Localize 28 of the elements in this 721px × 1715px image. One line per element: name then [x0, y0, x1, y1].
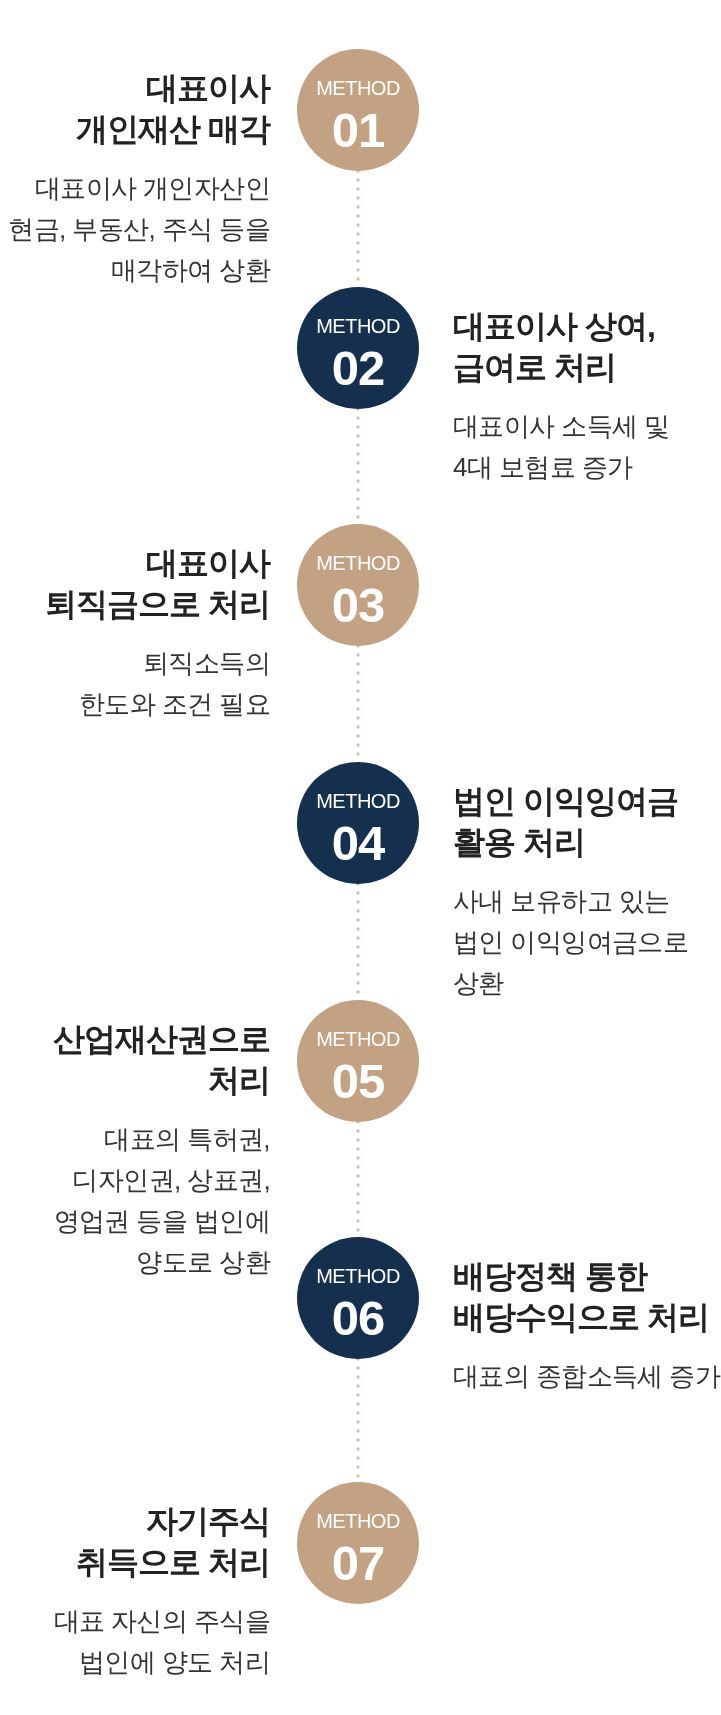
- method-number: 01: [331, 105, 385, 155]
- method-number: 02: [331, 343, 385, 393]
- method-number: 05: [331, 1056, 385, 1106]
- method-number: 04: [331, 818, 385, 868]
- step-title: 법인 이익잉여금 활용 처리: [453, 783, 678, 860]
- method-label: METHOD: [316, 553, 400, 573]
- step-title: 대표이사 퇴직금으로 처리: [45, 545, 270, 622]
- step-description: 대표이사 개인자산인 현금, 부동산, 주식 등을 매각하여 상환: [8, 173, 270, 285]
- method-label: METHOD: [316, 316, 400, 336]
- method-number: 07: [331, 1538, 385, 1588]
- step-description: 대표의 종합소득세 증가: [453, 1361, 721, 1391]
- step-title: 자기주식 취득으로 처리: [76, 1503, 270, 1580]
- method-label: METHOD: [316, 1511, 400, 1531]
- method-label: METHOD: [316, 1266, 400, 1286]
- step-title: 대표이사 상여, 급여로 처리: [453, 308, 655, 385]
- step-description: 대표 자신의 주식을 법인에 양도 처리: [53, 1606, 270, 1677]
- step-description: 대표이사 소득세 및 4대 보험료 증가: [453, 411, 670, 482]
- step-description: 사내 보유하고 있는 법인 이익잉여금으로 상환: [453, 886, 689, 998]
- step-title: 산업재산권으로 처리: [53, 1021, 270, 1098]
- method-label: METHOD: [316, 78, 400, 98]
- step-title: 배당정책 통한 배당수익으로 처리: [453, 1258, 709, 1335]
- step-description: 대표의 특허권, 디자인권, 상표권, 영업권 등을 법인에 양도로 상환: [53, 1124, 270, 1277]
- step-description: 퇴직소득의 한도와 조건 필요: [78, 648, 270, 719]
- method-label: METHOD: [316, 791, 400, 811]
- method-number: 06: [331, 1293, 385, 1343]
- method-number: 03: [331, 580, 385, 630]
- step-title: 대표이사 개인재산 매각: [76, 70, 270, 147]
- method-label: METHOD: [316, 1029, 400, 1049]
